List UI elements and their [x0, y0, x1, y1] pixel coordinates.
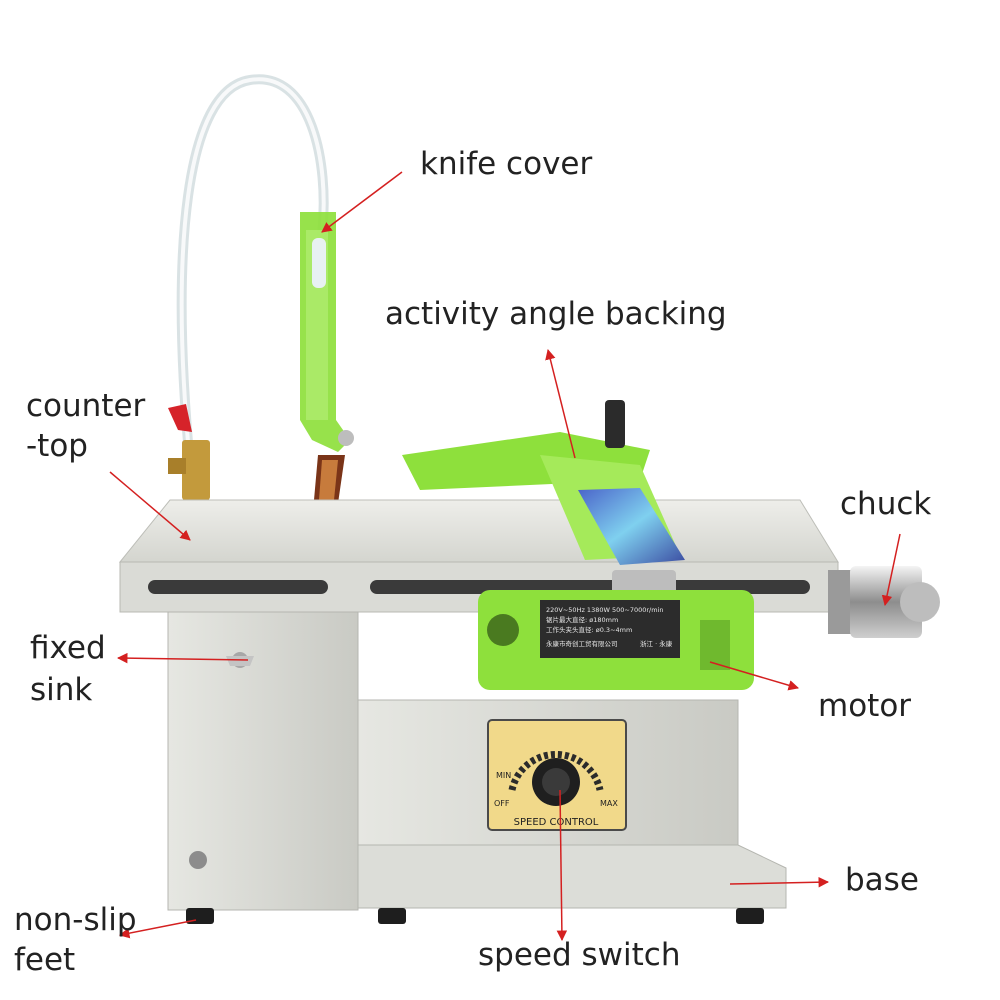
motor-plate-text: 220V~50Hz 1380W 500~7000r/min 锯片最大直径: ø1…	[546, 606, 673, 648]
motor-plate-line2: 锯片最大直径: ø180mm	[546, 615, 618, 624]
knife-cover	[300, 212, 354, 452]
arrow-fixed-sink	[116, 652, 249, 664]
motor-plate-line1: 220V~50Hz 1380W 500~7000r/min	[546, 606, 664, 614]
chuck	[828, 566, 940, 638]
label-motor: motor	[818, 688, 912, 724]
arrow-nonslip-feet	[118, 919, 197, 939]
label-countertop-2: -top	[26, 428, 88, 464]
arrow-countertop	[109, 471, 191, 541]
panel-max: MAX	[600, 799, 618, 808]
arrow-knife-cover	[321, 171, 403, 233]
arrow-chuck	[881, 533, 901, 607]
base	[357, 844, 787, 909]
speed-control-panel: MIN OFF MAX SPEED CONTROL	[487, 719, 627, 831]
motor-plate-line5: 浙江 · 永康	[640, 639, 673, 648]
angle-backing	[402, 400, 685, 612]
foot	[736, 908, 764, 924]
panel-min: MIN	[496, 771, 511, 780]
label-speed-switch: speed switch	[478, 937, 681, 973]
motor-plate-line4: 永康市奇创工贸有限公司	[546, 639, 618, 648]
panel-title: SPEED CONTROL	[514, 817, 599, 828]
label-base: base	[845, 862, 919, 898]
label-fixed-sink-2: sink	[30, 672, 93, 708]
label-activity-angle-backing: activity angle backing	[385, 296, 727, 332]
motor-plate-line3: 工作头夹头直径: ø0.3~4mm	[546, 625, 632, 634]
water-valve	[168, 404, 210, 500]
drain-screw	[189, 851, 207, 869]
label-knife-cover: knife cover	[420, 146, 593, 182]
label-fixed-sink-1: fixed	[30, 630, 106, 666]
label-nonslip-2: feet	[14, 942, 76, 978]
arrow-motor	[709, 661, 800, 691]
label-nonslip-1: non-slip	[14, 902, 137, 938]
countertop	[118, 499, 839, 563]
arrow-speed-switch	[556, 789, 568, 942]
foot	[378, 908, 406, 924]
motor	[478, 590, 754, 690]
arrow-base	[729, 876, 830, 888]
label-chuck: chuck	[840, 486, 932, 522]
panel-off: OFF	[494, 799, 510, 808]
label-countertop-1: counter	[26, 388, 146, 424]
arrow-angle-backing	[545, 348, 576, 459]
